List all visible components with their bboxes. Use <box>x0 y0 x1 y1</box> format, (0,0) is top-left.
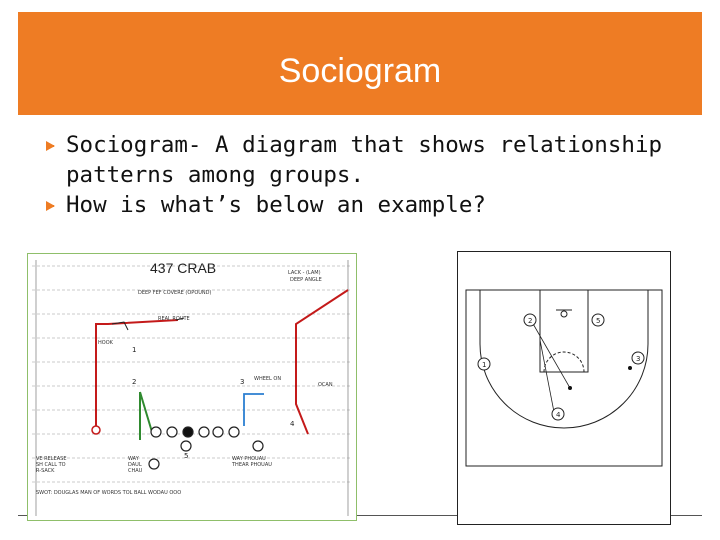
bullet-arrow-icon <box>46 141 55 151</box>
svg-text:3: 3 <box>240 378 244 386</box>
football-play-diagram: LACK - (LAM) DEEP ANGLE DEEP FEF COVERE … <box>27 253 357 521</box>
title-bar: Sociogram <box>18 12 702 115</box>
svg-text:SH CALL TO: SH CALL TO <box>36 462 66 468</box>
svg-text:WAY PHOUAU: WAY PHOUAU <box>232 456 266 462</box>
svg-text:VE RELEASE: VE RELEASE <box>36 456 67 462</box>
red-route-left <box>95 319 179 426</box>
svg-text:SWOT: DOUGLAS MAN OF WORDS TOL: SWOT: DOUGLAS MAN OF WORDS TOL BALL WODA… <box>36 490 181 496</box>
svg-text:DEEP FEF COVERE (OPOUND): DEEP FEF COVERE (OPOUND) <box>138 290 212 296</box>
divider-line <box>18 515 702 516</box>
svg-text:LACK - (LAM): LACK - (LAM) <box>288 270 321 276</box>
svg-text:DAUL: DAUL <box>128 462 142 468</box>
svg-text:WHEEL ON: WHEEL ON <box>254 376 281 382</box>
bullet-definition: Sociogram- A diagram that shows relation… <box>40 130 700 190</box>
svg-text:2: 2 <box>132 378 136 386</box>
svg-text:OCAN: OCAN <box>318 382 333 388</box>
slide-title: Sociogram <box>278 52 442 90</box>
bullet-question: How is what’s below an example? <box>40 190 700 220</box>
court-drawing: 1 2 3 4 5 <box>465 289 663 467</box>
svg-text:THEAR PHOUAU: THEAR PHOUAU <box>231 462 272 468</box>
bullet-list: Sociogram- A diagram that shows relation… <box>40 130 700 220</box>
svg-text:4: 4 <box>556 411 561 419</box>
svg-text:1: 1 <box>132 346 136 354</box>
svg-text:R-SACK: R-SACK <box>36 468 55 474</box>
play-title: 437 CRAB <box>150 260 217 276</box>
svg-text:1: 1 <box>482 361 486 369</box>
svg-text:5: 5 <box>596 317 600 325</box>
svg-text:CHAU: CHAU <box>128 468 143 474</box>
bullet-text: Sociogram- A diagram that shows relation… <box>66 132 663 188</box>
basketball-court-diagram: 1 2 3 4 5 <box>457 251 671 525</box>
svg-text:5: 5 <box>184 452 188 460</box>
svg-text:REAL ROUTE: REAL ROUTE <box>158 316 190 322</box>
svg-text:DEEP ANGLE: DEEP ANGLE <box>290 277 322 283</box>
bullet-arrow-icon <box>46 201 55 211</box>
svg-text:3: 3 <box>636 355 640 363</box>
svg-text:WAY: WAY <box>128 456 140 462</box>
play-drawing: LACK - (LAM) DEEP ANGLE DEEP FEF COVERE … <box>32 260 352 516</box>
bullet-text: How is what’s below an example? <box>66 192 486 218</box>
svg-text:4: 4 <box>290 420 295 428</box>
svg-text:HOOK: HOOK <box>98 340 114 346</box>
svg-text:2: 2 <box>528 317 532 325</box>
